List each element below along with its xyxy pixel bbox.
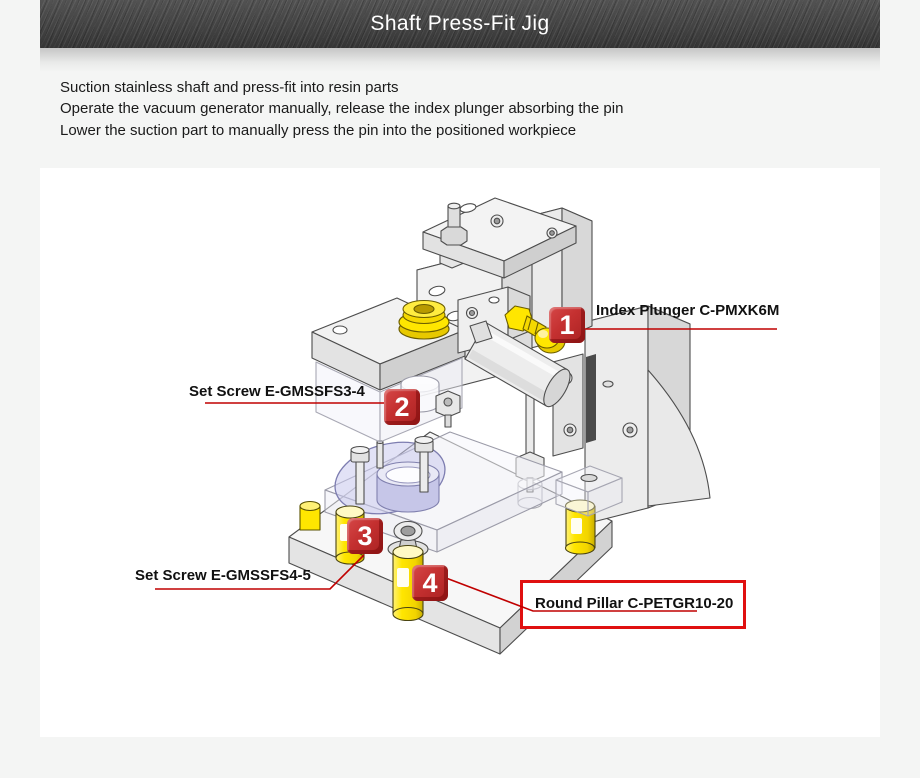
index-plunger xyxy=(469,305,566,354)
part-reference-box: Round Pillar C-PETGR10-20 xyxy=(520,580,746,629)
set-screw-lower xyxy=(435,390,461,428)
description-block: Suction stainless shaft and press-fit in… xyxy=(60,77,623,141)
description-line: Suction stainless shaft and press-fit in… xyxy=(60,79,399,96)
callout-label-4: Round Pillar C-PETGR10-20 xyxy=(535,595,734,612)
page-title: Shaft Press-Fit Jig xyxy=(370,12,550,35)
callout-badge-2: 2 xyxy=(384,389,420,425)
callout-label-1: Index Plunger C-PMXK6M xyxy=(596,302,780,319)
callout-number: 3 xyxy=(357,520,373,551)
callout-number: 1 xyxy=(559,309,575,340)
rear-round-pillar xyxy=(299,500,321,531)
hand-lever xyxy=(464,322,571,408)
callout-badge-3: 3 xyxy=(347,518,383,554)
description-line: Lower the suction part to manually press… xyxy=(60,121,577,139)
callout-number: 4 xyxy=(422,567,438,598)
top-plate xyxy=(422,197,577,279)
callout-label-2: Set Screw E-GMSSFS3-4 xyxy=(189,383,365,400)
title-bar: Shaft Press-Fit Jig xyxy=(40,0,880,48)
description-line: Operate the vacuum generator manually, r… xyxy=(60,100,624,118)
suction-fitting xyxy=(398,299,450,340)
callout-badge-1: 1 xyxy=(549,307,585,343)
title-bar-shadow xyxy=(40,48,880,72)
callout-badge-4: 4 xyxy=(412,565,448,601)
callout-label-3: Set Screw E-GMSSFS4-5 xyxy=(135,567,311,584)
callout-number: 2 xyxy=(394,391,410,422)
